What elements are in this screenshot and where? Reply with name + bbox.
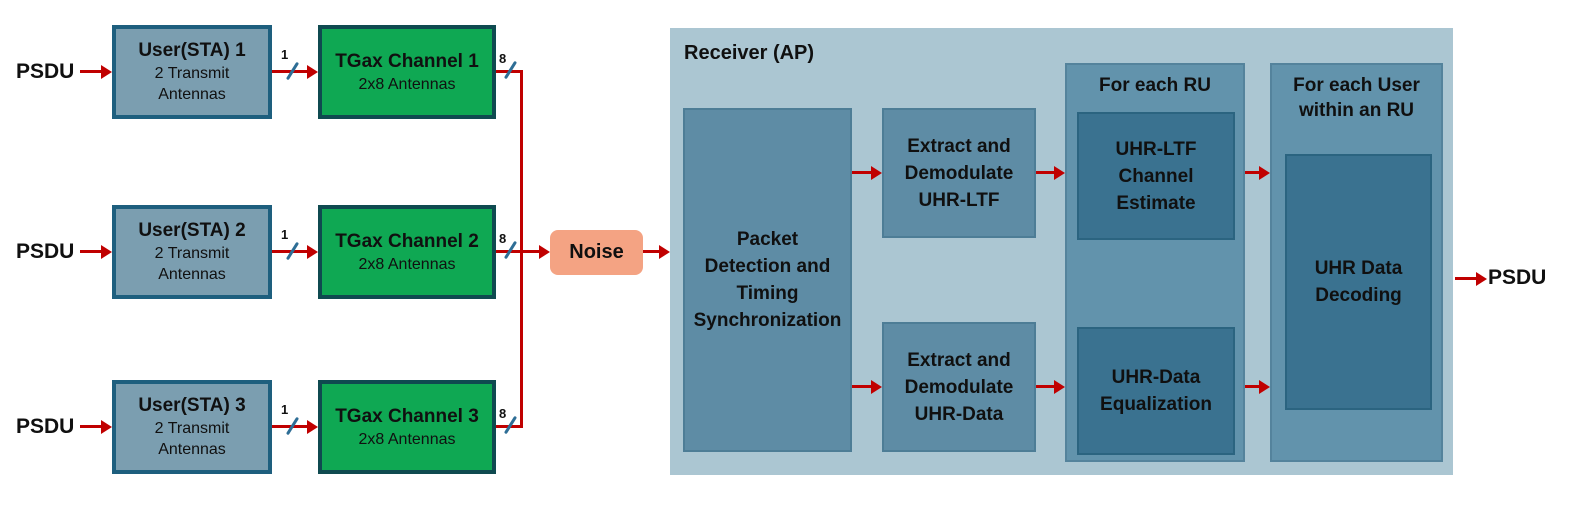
tgax-channel3-box: TGax Channel 3 2x8 Antennas (318, 380, 496, 474)
user-sta2-box: User(STA) 2 2 Transmit Antennas (112, 205, 272, 299)
arrow-equalization-to-decoding (1245, 385, 1260, 388)
extract-demod-ltf-box: Extract and Demodulate UHR-LTF (882, 108, 1036, 238)
input-psdu-label: PSDU (16, 60, 75, 83)
arrow-packet-to-data (852, 385, 872, 388)
tgax-channel1-title: TGax Channel 1 (335, 50, 479, 72)
tgax-channel3-subtitle: 2x8 Antennas (358, 430, 456, 448)
arrowhead-icon (1054, 380, 1065, 394)
input-psdu-label: PSDU (16, 240, 75, 263)
arrow-psdu-to-user2 (80, 250, 102, 253)
arrow-estimate-to-decoding (1245, 171, 1260, 174)
arrowhead-icon (1259, 166, 1270, 180)
arrow-receiver-to-output (1455, 277, 1477, 280)
arrowhead-icon (101, 245, 112, 259)
uhr-data-decoding-label: UHR Data Decoding (1314, 258, 1403, 306)
for-each-user-title: For each User within an RU (1293, 75, 1420, 121)
line-channel2-to-noise (496, 250, 540, 253)
tgax-channel2-title: TGax Channel 2 (335, 230, 479, 252)
arrow-packet-to-ltf (852, 171, 872, 174)
user-sta1-title: User(STA) 1 (138, 40, 246, 61)
for-each-user-group: For each User within an RU UHR Data Deco… (1270, 63, 1443, 462)
receiver-title: Receiver (AP) (684, 42, 815, 64)
extract-demod-data-label: Extract and Demodulate UHR-Data (904, 349, 1014, 425)
noise-label: Noise (569, 241, 624, 263)
user-sta2-subtitle: 2 Transmit Antennas (154, 245, 230, 283)
tgax-channel1-subtitle: 2x8 Antennas (358, 75, 456, 93)
arrowhead-icon (1476, 272, 1487, 286)
arrow-psdu-to-user1 (80, 70, 102, 73)
user-sta1-box: User(STA) 1 2 Transmit Antennas (112, 25, 272, 119)
combiner-trunk-line (520, 70, 523, 428)
for-each-ru-group: For each RU UHR-LTF Channel Estimate UHR… (1065, 63, 1245, 462)
arrowhead-icon (1054, 166, 1065, 180)
receiver-panel: Receiver (AP) Packet Detection and Timin… (670, 28, 1453, 475)
tgax-channel2-subtitle: 2x8 Antennas (358, 255, 456, 273)
bus-width-label: 1 (281, 402, 289, 417)
bus-width-label: 8 (499, 51, 507, 66)
arrowhead-icon (659, 245, 670, 259)
arrowhead-icon (539, 245, 550, 259)
bus-width-label: 8 (499, 406, 507, 421)
arrow-psdu-to-user3 (80, 425, 102, 428)
arrowhead-icon (101, 65, 112, 79)
noise-box: Noise (550, 230, 643, 275)
user-sta2-title: User(STA) 2 (138, 220, 246, 241)
arrowhead-icon (871, 380, 882, 394)
tgax-channel3-title: TGax Channel 3 (335, 405, 479, 427)
bus-width-label: 1 (281, 47, 289, 62)
input-psdu-label: PSDU (16, 415, 75, 438)
arrow-ltf-to-estimate (1036, 171, 1055, 174)
uhr-data-decoding-box: UHR Data Decoding (1285, 154, 1432, 410)
arrowhead-icon (101, 420, 112, 434)
bus-width-label: 8 (499, 231, 507, 246)
user-sta1-subtitle: 2 Transmit Antennas (154, 65, 230, 103)
packet-detection-box: Packet Detection and Timing Synchronizat… (683, 108, 852, 452)
user-sta3-subtitle: 2 Transmit Antennas (154, 420, 230, 458)
arrow-data-to-equalization (1036, 385, 1055, 388)
arrowhead-icon (307, 65, 318, 79)
user-sta3-title: User(STA) 3 (138, 395, 246, 416)
tgax-channel1-box: TGax Channel 1 2x8 Antennas (318, 25, 496, 119)
arrowhead-icon (307, 245, 318, 259)
packet-detection-label: Packet Detection and Timing Synchronizat… (693, 229, 842, 331)
tgax-channel2-box: TGax Channel 2 2x8 Antennas (318, 205, 496, 299)
arrow-noise-to-receiver (643, 250, 660, 253)
uhr-ltf-channel-estimate-label: UHR-LTF Channel Estimate (1115, 138, 1197, 214)
for-each-ru-title: For each RU (1099, 75, 1211, 96)
extract-demod-ltf-label: Extract and Demodulate UHR-LTF (904, 135, 1014, 211)
uhr-ltf-channel-estimate-box: UHR-LTF Channel Estimate (1077, 112, 1235, 240)
user-sta3-box: User(STA) 3 2 Transmit Antennas (112, 380, 272, 474)
arrowhead-icon (307, 420, 318, 434)
arrowhead-icon (871, 166, 882, 180)
bus-width-label: 1 (281, 227, 289, 242)
uhr-data-equalization-box: UHR-Data Equalization (1077, 327, 1235, 455)
arrowhead-icon (1259, 380, 1270, 394)
output-psdu-label: PSDU (1488, 266, 1547, 289)
uhr-data-equalization-label: UHR-Data Equalization (1100, 367, 1212, 415)
extract-demod-data-box: Extract and Demodulate UHR-Data (882, 322, 1036, 452)
